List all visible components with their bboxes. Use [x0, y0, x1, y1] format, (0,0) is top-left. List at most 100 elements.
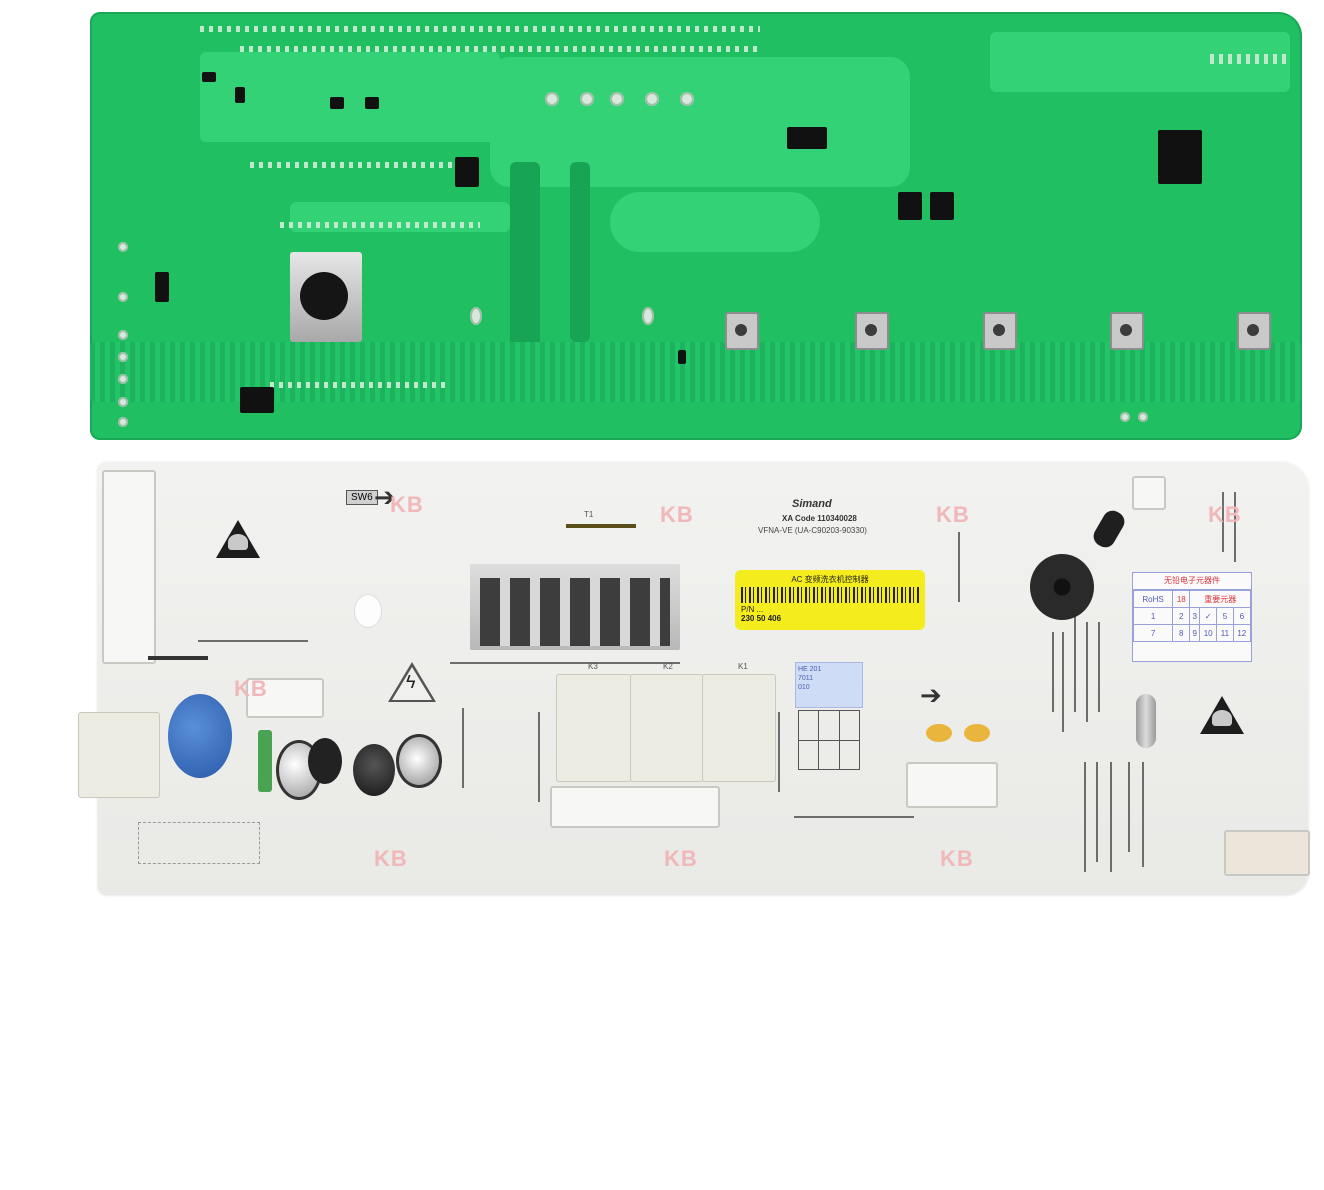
kb-watermark: KB: [390, 492, 424, 517]
terminal-block: [138, 822, 260, 864]
blue-sticker: HE 201 7011 010: [795, 662, 863, 708]
relay-k1: [702, 674, 776, 782]
rotary-encoder-knob-icon: [300, 272, 348, 320]
jumper-wire: [1098, 622, 1100, 712]
spec-cell: 8: [1172, 624, 1191, 642]
pcb-trace: [490, 57, 910, 187]
arrow-right-icon: ➔: [374, 482, 396, 512]
brand-text: Simand: [792, 498, 832, 510]
smd-component: [678, 350, 686, 364]
pcb-pad: [118, 352, 128, 362]
kb-watermark: KB: [664, 846, 698, 871]
spec-cell: 7: [1132, 624, 1174, 642]
pcb-pad: [118, 330, 128, 340]
spec-cell: 6: [1232, 607, 1252, 625]
spec-cell: ✓: [1198, 607, 1218, 625]
label-title: AC 变频洗衣机控制器: [791, 575, 869, 584]
smd-component: [235, 87, 245, 103]
spec-cell: 重要元器: [1189, 590, 1251, 608]
jumper-wire: [1086, 622, 1088, 722]
connector-cn6: [1224, 830, 1310, 876]
sw-label: SW6: [346, 490, 378, 505]
pcb-pad-row: [200, 26, 760, 32]
heatsink: [470, 564, 680, 650]
pcb-pad-row: [280, 222, 480, 228]
jumper-wire: [450, 662, 680, 664]
kb-watermark: KB: [374, 846, 408, 871]
jumper-wire: [538, 712, 540, 802]
spec-cell: 9: [1189, 624, 1200, 642]
jumper-wire: [958, 532, 960, 602]
pcb-pad: [1120, 412, 1130, 422]
relay-k2: [630, 674, 704, 782]
pcb-pad: [680, 92, 694, 106]
tact-switch: [725, 312, 759, 350]
microcontroller-chip: [1158, 130, 1202, 184]
smd-component: [330, 97, 344, 109]
tact-switch: [855, 312, 889, 350]
power-resistor: [258, 730, 272, 792]
white-pcb-board: SW6 ➔ ϟ T1 K3 K2 K1: [78, 462, 1310, 894]
pcb-pad: [118, 292, 128, 302]
esd-warning-icon: [216, 520, 260, 558]
jumper-wire: [1062, 632, 1064, 732]
connector-cn2: [246, 678, 324, 718]
pcb-pad: [645, 92, 659, 106]
jumper-wire: [1128, 762, 1130, 852]
code-text: XA Code 110340028: [782, 514, 857, 523]
spec-cell: 1: [1132, 607, 1174, 625]
sticker-line: HE 201: [798, 666, 822, 673]
inductor-icon: [353, 744, 395, 796]
component-spec-sticker: 无铅电子元器件 RoHS 18 重要元器 1 2 3 ✓ 5 6 7 8 9 1…: [1132, 572, 1252, 662]
pcb-pad: [1138, 412, 1148, 422]
varistor-icon: [168, 694, 232, 778]
pcb-pad: [545, 92, 559, 106]
pcb-pad: [118, 242, 128, 252]
spec-cell: 12: [1232, 624, 1252, 642]
tact-switch: [1110, 312, 1144, 350]
jumper-wire: [778, 712, 780, 792]
pcb-pad: [118, 397, 128, 407]
pcb-trace: [510, 162, 540, 362]
relay-k3: [556, 674, 632, 782]
connector-cn1: [102, 470, 156, 664]
jumper-wire: [462, 708, 464, 788]
kb-watermark: KB: [1208, 502, 1242, 527]
connector-header: [1132, 476, 1166, 510]
relay-label: K2: [663, 662, 673, 671]
model-text: VFNA-VE (UA-C90203-90330): [758, 526, 867, 535]
kb-watermark: KB: [936, 502, 970, 527]
inductor-icon: [308, 738, 342, 784]
spec-cell: 11: [1216, 624, 1234, 642]
crystal-oscillator-icon: [1136, 694, 1156, 748]
silkscreen-grid: [798, 710, 860, 770]
spec-cell: RoHS: [1132, 590, 1174, 608]
smd-component: [202, 72, 216, 82]
smd-component: [365, 97, 379, 109]
transistor-icon: [455, 157, 479, 187]
connector-cn3: [550, 786, 720, 828]
spec-cell: 18: [1172, 590, 1191, 608]
jumper-wire: [198, 640, 308, 642]
ic-chip: [240, 387, 274, 413]
esd-warning-icon: [1200, 696, 1244, 734]
pcb-trace: [610, 192, 820, 252]
spec-cell: 5: [1216, 607, 1234, 625]
power-relay: [78, 712, 160, 798]
pcb-pad: [580, 92, 594, 106]
jumper-wire: [1142, 762, 1144, 867]
pcb-trace: [570, 162, 590, 342]
jumper-wire: [148, 656, 208, 660]
pcb-pad-row: [270, 382, 450, 388]
spec-cell: 10: [1198, 624, 1218, 642]
pcb-trace-bus: [90, 342, 1302, 402]
connector-cn5: [906, 762, 998, 808]
pcb-pad-row: [250, 162, 480, 168]
mounting-hole: [354, 594, 382, 628]
spec-cell: 2: [1172, 607, 1191, 625]
transistor-icon: [930, 192, 954, 220]
heatsink-label: T1: [584, 510, 594, 519]
buzzer-icon: [1030, 554, 1094, 620]
label-line3: 230 50 406: [741, 614, 782, 623]
tact-switch: [983, 312, 1017, 350]
